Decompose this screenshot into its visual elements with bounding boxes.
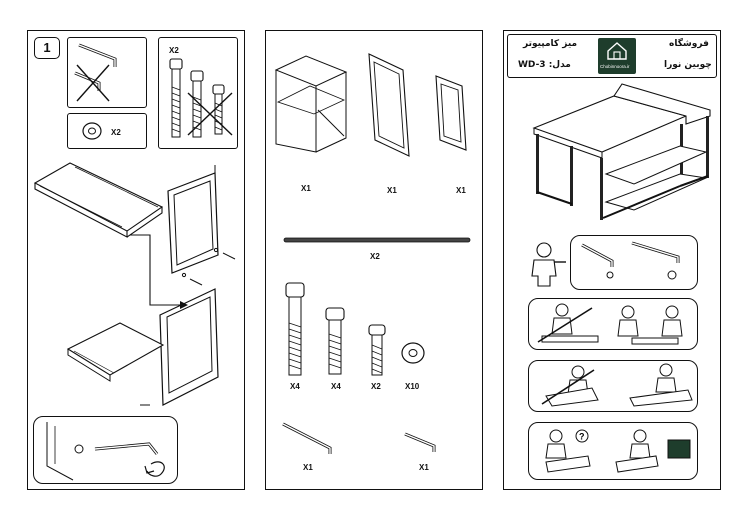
assembly-diagram — [33, 162, 236, 406]
help-contact-icon: ? — [545, 429, 691, 473]
part-qty-label: X1 — [419, 463, 429, 472]
bolt-qty-label: X2 — [169, 46, 179, 55]
washer-part — [401, 342, 425, 364]
washer-qty-label: X2 — [111, 128, 121, 137]
svg-text:?: ? — [579, 432, 585, 442]
model-label: مدل: WD-3 — [518, 60, 571, 70]
brand-logo — [598, 38, 636, 74]
medium-bolt-part — [325, 307, 345, 375]
store-label: فروشگاه — [669, 39, 709, 49]
hex-key-turn-icon — [46, 422, 165, 481]
step-number: 1 — [34, 37, 60, 59]
parts-panel — [265, 30, 483, 490]
part-qty-label: X1 — [456, 186, 466, 195]
part-qty-label: X4 — [331, 382, 341, 391]
product-name: میز کامپیوتر — [523, 39, 578, 49]
small-hex-key-part — [404, 432, 436, 452]
part-qty-label: X1 — [387, 186, 397, 195]
bolts-icon — [169, 58, 233, 138]
hex-key-icon — [74, 43, 117, 102]
two-person-assembly-icon — [537, 303, 683, 345]
part-qty-label: X4 — [290, 382, 300, 391]
logo-icon — [607, 42, 627, 60]
part-qty-label: X1 — [303, 463, 313, 472]
part-qty-label: X2 — [370, 252, 380, 261]
frame-unit-part — [274, 55, 348, 153]
person-point-icon — [531, 242, 566, 287]
washer-box — [67, 113, 147, 149]
desk-illustration — [532, 83, 711, 220]
small-side-frame-part — [435, 75, 467, 151]
short-bolt-part — [368, 324, 386, 376]
part-qty-label: X1 — [301, 184, 311, 193]
hex-key-box — [67, 37, 147, 108]
long-rod-part — [283, 237, 471, 243]
large-hex-key-part — [282, 422, 332, 454]
long-bolt-part — [285, 282, 305, 376]
washer-icon — [82, 122, 102, 140]
part-qty-label: X2 — [371, 382, 381, 391]
large-side-frame-part — [368, 53, 410, 157]
logo-caption: Chobinnoora.ir — [600, 64, 630, 69]
hex-keys-icon — [581, 241, 680, 280]
part-qty-label: X10 — [405, 382, 420, 391]
brand-name: چوبین نورا — [664, 60, 712, 70]
soft-surface-icon — [541, 363, 693, 407]
